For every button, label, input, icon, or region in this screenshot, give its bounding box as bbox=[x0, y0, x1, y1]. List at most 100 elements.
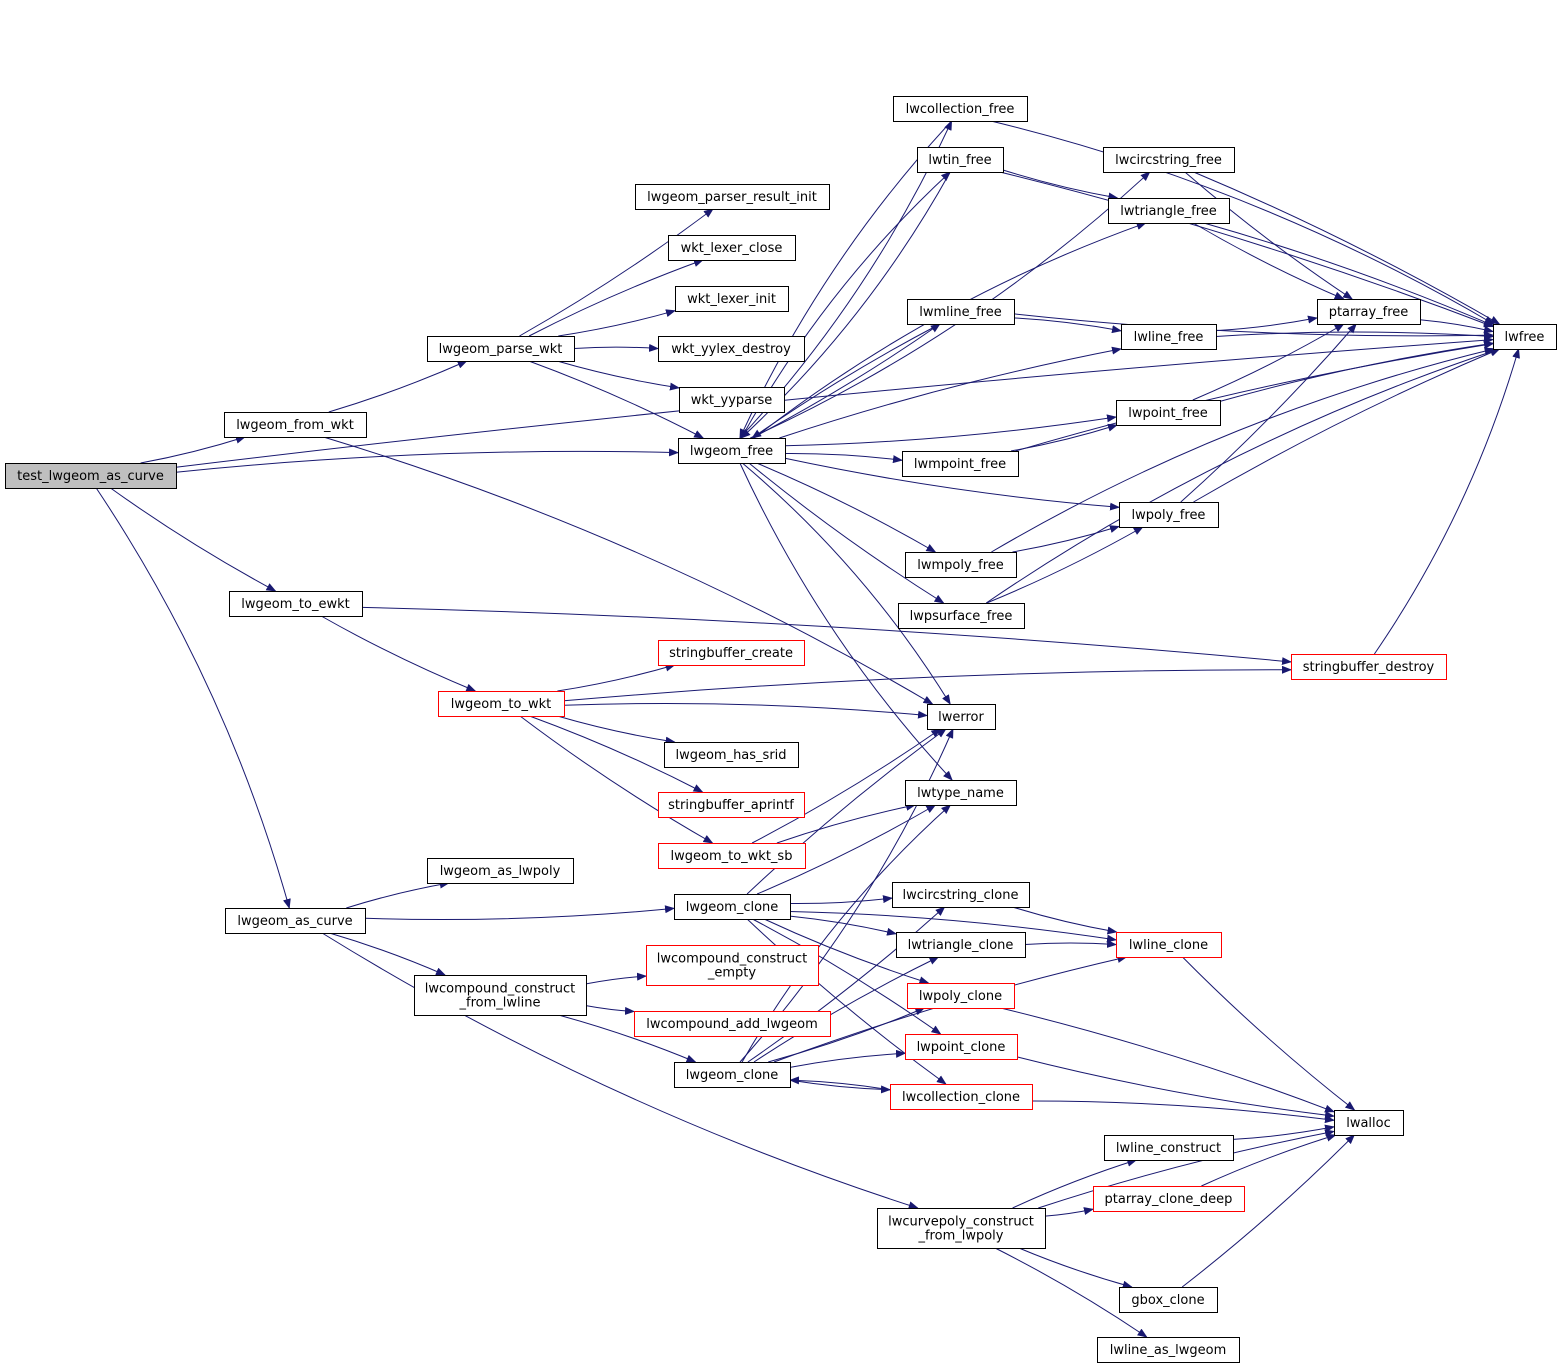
node-lwgeom_from_wkt[interactable]: lwgeom_from_wkt bbox=[224, 412, 367, 438]
node-lwgeom_parser_result_init-box bbox=[635, 184, 830, 210]
node-stringbuffer_aprintf[interactable]: stringbuffer_aprintf bbox=[658, 792, 805, 818]
node-lwmpoint_free-box bbox=[902, 451, 1019, 477]
node-lwgeom_parse_wkt[interactable]: lwgeom_parse_wkt bbox=[427, 336, 575, 362]
node-lwgeom_free[interactable]: lwgeom_free bbox=[678, 438, 786, 464]
node-lwcollection_clone-box bbox=[890, 1084, 1033, 1110]
node-lwerror[interactable]: lwerror bbox=[927, 704, 996, 730]
node-stringbuffer_aprintf-box bbox=[658, 792, 805, 818]
node-wkt_yylex_destroy[interactable]: wkt_yylex_destroy bbox=[658, 336, 805, 362]
node-lwmline_free[interactable]: lwmline_free bbox=[907, 299, 1015, 325]
edge-lwgeom_parse_wkt-to-wkt_yylex_destroy bbox=[573, 343, 659, 352]
node-lwgeom_as_curve[interactable]: lwgeom_as_curve bbox=[225, 908, 366, 934]
node-lwgeom_free-box bbox=[678, 438, 786, 464]
edge-test_lwgeom_as_curve-to-lwgeom_to_ewkt bbox=[110, 487, 277, 592]
node-ptarray_clone_deep[interactable]: ptarray_clone_deep bbox=[1093, 1186, 1245, 1212]
node-lwtype_name[interactable]: lwtype_name bbox=[905, 780, 1017, 806]
edge-lwpoint_free-to-lwfree bbox=[1219, 340, 1494, 402]
node-lwgeom_to_wkt_sb[interactable]: lwgeom_to_wkt_sb bbox=[658, 843, 806, 869]
node-wkt_lexer_close-label-0: wkt_lexer_close bbox=[681, 241, 783, 256]
node-lwcurvepoly_construct_from_lwpoly[interactable]: lwcurvepoly_construct_from_lwpoly bbox=[877, 1208, 1046, 1249]
node-lwgeom_to_wkt_sb-box bbox=[658, 843, 806, 869]
edge-lwgeom_clone_2-to-lwtriangle_clone bbox=[753, 956, 940, 1063]
node-lwgeom_parse_wkt-box bbox=[427, 336, 575, 362]
node-lwgeom_as_curve-label-0: lwgeom_as_curve bbox=[237, 914, 352, 929]
edge-lwpsurface_free-to-lwpoly_free bbox=[986, 526, 1144, 604]
node-stringbuffer_destroy[interactable]: stringbuffer_destroy bbox=[1291, 654, 1447, 680]
node-wkt_yyparse[interactable]: wkt_yyparse bbox=[679, 387, 785, 413]
node-lwtin_free[interactable]: lwtin_free bbox=[917, 147, 1004, 173]
node-lwerror-box bbox=[927, 704, 996, 730]
edge-lwgeom_as_curve-to-lwgeom_as_lwpoly bbox=[346, 880, 450, 909]
edge-lwcollection_clone-to-lwalloc bbox=[1031, 1100, 1335, 1124]
node-gbox_clone[interactable]: gbox_clone bbox=[1119, 1287, 1218, 1313]
edge-lwgeom_clone_1-to-lwline_clone bbox=[789, 911, 1117, 943]
node-lwline_free-box bbox=[1121, 324, 1217, 350]
node-lwgeom_clone_2[interactable]: lwgeom_clone bbox=[674, 1062, 791, 1088]
edge-ptarray_clone_deep-to-lwalloc bbox=[1201, 1133, 1337, 1187]
node-lwgeom_to_wkt[interactable]: lwgeom_to_wkt bbox=[438, 691, 565, 717]
node-test_lwgeom_as_curve[interactable]: test_lwgeom_as_curve bbox=[5, 463, 177, 489]
node-lwcircstring_clone-box bbox=[892, 882, 1030, 908]
node-lwcompound_construct_from_lwline[interactable]: lwcompound_construct_from_lwline bbox=[414, 975, 587, 1016]
node-lwmpoly_free[interactable]: lwmpoly_free bbox=[905, 552, 1017, 578]
node-lwgeom_clone_1[interactable]: lwgeom_clone bbox=[674, 894, 791, 920]
edge-lwgeom_parse_wkt-to-wkt_yyparse bbox=[556, 360, 680, 391]
node-wkt_yyparse-label-0: wkt_yyparse bbox=[691, 393, 772, 408]
node-lwfree-box bbox=[1493, 324, 1557, 350]
node-lwcompound_construct_empty[interactable]: lwcompound_construct_empty bbox=[646, 945, 819, 986]
edge-lwgeom_free-to-lwpoly_free bbox=[784, 457, 1120, 511]
node-lwcircstring_clone[interactable]: lwcircstring_clone bbox=[892, 882, 1030, 908]
node-lwgeom_to_ewkt[interactable]: lwgeom_to_ewkt bbox=[229, 591, 363, 617]
node-lwpoint_clone[interactable]: lwpoint_clone bbox=[905, 1034, 1018, 1060]
node-lwpsurface_free[interactable]: lwpsurface_free bbox=[898, 603, 1025, 629]
edge-lwgeom_from_wkt-to-lwgeom_parse_wkt bbox=[328, 360, 468, 413]
node-lwalloc[interactable]: lwalloc bbox=[1334, 1110, 1404, 1136]
node-ptarray_free[interactable]: ptarray_free bbox=[1317, 299, 1421, 325]
node-lwpoint_clone-box bbox=[905, 1034, 1018, 1060]
edge-lwgeom_free-to-lwline_free bbox=[779, 346, 1122, 439]
edge-lwgeom_parse_wkt-to-wkt_lexer_init bbox=[558, 309, 676, 337]
node-lwtriangle_free[interactable]: lwtriangle_free bbox=[1108, 198, 1230, 224]
node-lwpoint_free[interactable]: lwpoint_free bbox=[1116, 400, 1221, 426]
node-lwmpoint_free[interactable]: lwmpoint_free bbox=[902, 451, 1019, 477]
node-lwcircstring_free[interactable]: lwcircstring_free bbox=[1103, 147, 1235, 173]
node-lwline_clone[interactable]: lwline_clone bbox=[1116, 932, 1222, 958]
node-stringbuffer_destroy-label-0: stringbuffer_destroy bbox=[1303, 660, 1435, 675]
edge-lwgeom_as_curve-to-lwgeom_clone_1 bbox=[364, 905, 675, 921]
node-lwcircstring_free-box bbox=[1103, 147, 1235, 173]
node-lwgeom_parse_wkt-label-0: lwgeom_parse_wkt bbox=[439, 342, 563, 357]
node-lwcollection_free[interactable]: lwcollection_free bbox=[893, 96, 1028, 122]
node-lwgeom_parser_result_init[interactable]: lwgeom_parser_result_init bbox=[635, 184, 830, 210]
edge-lwgeom_from_wkt-to-lwerror bbox=[323, 436, 934, 705]
edges-layer bbox=[95, 120, 1520, 1338]
node-lwgeom_has_srid[interactable]: lwgeom_has_srid bbox=[664, 742, 799, 768]
node-lwcompound_add_lwgeom[interactable]: lwcompound_add_lwgeom bbox=[634, 1011, 831, 1037]
node-stringbuffer_create[interactable]: stringbuffer_create bbox=[658, 640, 805, 666]
node-wkt_lexer_init-label-0: wkt_lexer_init bbox=[687, 292, 776, 307]
node-lwcompound_construct_empty-label-1: _empty bbox=[707, 966, 757, 981]
edge-test_lwgeom_as_curve-to-lwgeom_free bbox=[175, 448, 679, 473]
node-lwgeom_clone_2-label-0: lwgeom_clone bbox=[686, 1068, 779, 1083]
edge-lwgeom_to_wkt-to-stringbuffer_aprintf bbox=[529, 715, 704, 793]
node-lwgeom_as_lwpoly[interactable]: lwgeom_as_lwpoly bbox=[427, 858, 574, 884]
edge-lwcircstring_clone-to-lwline_clone bbox=[1012, 906, 1118, 935]
node-lwgeom_as_lwpoly-box bbox=[427, 858, 574, 884]
edge-lwpoly_clone-to-lwalloc bbox=[1000, 1007, 1335, 1113]
node-lwline_as_lwgeom[interactable]: lwline_as_lwgeom bbox=[1097, 1337, 1240, 1363]
node-lwgeom_from_wkt-box bbox=[224, 412, 367, 438]
edge-lwmline_free-to-lwgeom_free bbox=[751, 323, 941, 439]
node-lwpoint_free-label-0: lwpoint_free bbox=[1128, 406, 1208, 421]
node-lwcollection_clone[interactable]: lwcollection_clone bbox=[890, 1084, 1033, 1110]
node-lwpoly_free-box bbox=[1119, 502, 1219, 528]
node-lwtriangle_clone[interactable]: lwtriangle_clone bbox=[896, 932, 1026, 958]
node-lwtriangle_free-label-0: lwtriangle_free bbox=[1120, 204, 1217, 219]
edge-lwgeom_free-to-lwtriangle_free bbox=[753, 222, 1147, 439]
node-lwline_free[interactable]: lwline_free bbox=[1121, 324, 1217, 350]
node-wkt_lexer_close[interactable]: wkt_lexer_close bbox=[668, 235, 796, 261]
node-wkt_lexer_init[interactable]: wkt_lexer_init bbox=[675, 286, 789, 312]
node-lwline_construct[interactable]: lwline_construct bbox=[1104, 1135, 1234, 1161]
node-lwpoly_free[interactable]: lwpoly_free bbox=[1119, 502, 1219, 528]
node-lwfree[interactable]: lwfree bbox=[1493, 324, 1557, 350]
node-lwpoly_clone[interactable]: lwpoly_clone bbox=[907, 983, 1015, 1009]
